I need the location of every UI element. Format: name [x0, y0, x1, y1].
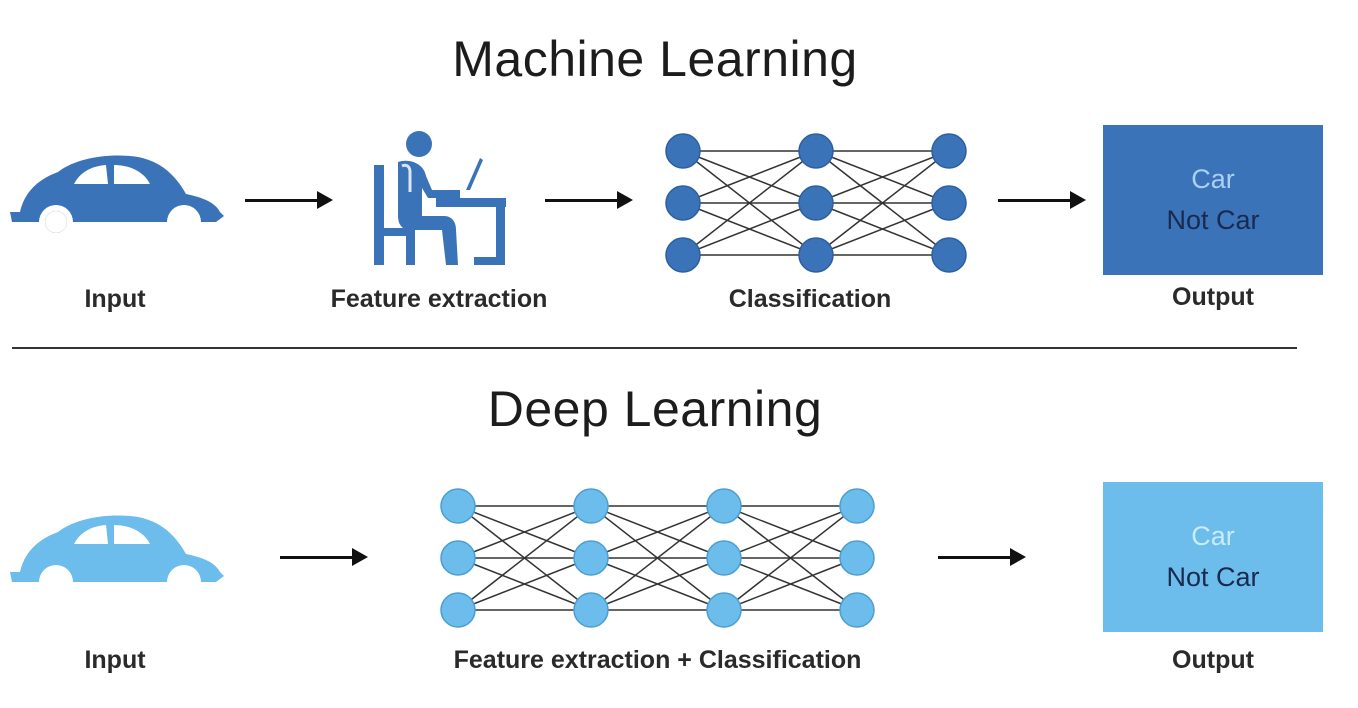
- dl-output-label: Output: [1172, 646, 1254, 674]
- network-connection: [682, 150, 817, 256]
- network-node: [839, 488, 875, 524]
- neural-network-icon: [665, 133, 967, 273]
- ml-arrow-1: [245, 191, 333, 209]
- network-connection: [815, 202, 950, 256]
- network-connection: [815, 150, 950, 256]
- network-node: [931, 133, 967, 169]
- network-node: [440, 540, 476, 576]
- network-node: [573, 540, 609, 576]
- network-node: [798, 185, 834, 221]
- network-node: [706, 592, 742, 628]
- machine-learning-title: Machine Learning: [452, 31, 858, 87]
- network-node: [440, 592, 476, 628]
- dl-feature-extraction-classification-label: Feature extraction + Classification: [453, 646, 862, 674]
- network-connection: [723, 505, 858, 559]
- network-node: [798, 133, 834, 169]
- dl-input-label: Input: [84, 646, 146, 674]
- network-connection: [815, 150, 950, 204]
- network-connection: [457, 505, 592, 559]
- dl-arrow-2: [938, 548, 1026, 566]
- person-at-computer-icon: [374, 131, 506, 265]
- ml-output-box: Car Not Car: [1103, 125, 1323, 275]
- network-connection: [723, 505, 858, 611]
- car-icon: [10, 515, 224, 599]
- car-icon: [10, 155, 224, 239]
- network-connection: [590, 557, 725, 611]
- ml-classification-label: Classification: [728, 285, 892, 313]
- network-node: [706, 540, 742, 576]
- network-node: [665, 133, 701, 169]
- ml-arrow-2: [545, 191, 633, 209]
- ml-feature-extraction-label: Feature extraction: [330, 285, 548, 313]
- network-connection: [723, 557, 858, 611]
- output-not-car-text: Not Car: [1166, 562, 1260, 592]
- network-connection: [682, 150, 817, 204]
- deep-learning-title: Deep Learning: [487, 381, 823, 437]
- network-node: [440, 488, 476, 524]
- network-connection: [590, 505, 725, 611]
- network-node: [839, 592, 875, 628]
- network-node: [573, 488, 609, 524]
- network-connection: [457, 557, 592, 611]
- output-car-text: Car: [1191, 164, 1235, 194]
- network-node: [931, 237, 967, 273]
- network-node: [706, 488, 742, 524]
- network-node: [573, 592, 609, 628]
- ml-input-label: Input: [84, 285, 146, 313]
- dl-output-box: Car Not Car: [1103, 482, 1323, 632]
- network-node: [931, 185, 967, 221]
- section-divider: [12, 347, 1297, 349]
- network-node: [665, 185, 701, 221]
- network-connection: [682, 202, 817, 256]
- dl-arrow-1: [280, 548, 368, 566]
- output-not-car-text: Not Car: [1166, 205, 1260, 235]
- network-node: [665, 237, 701, 273]
- network-node: [798, 237, 834, 273]
- ml-output-label: Output: [1172, 283, 1254, 311]
- ml-arrow-3: [998, 191, 1086, 209]
- network-connection: [590, 505, 725, 559]
- neural-network-icon: [440, 488, 875, 628]
- network-connection: [457, 505, 592, 611]
- network-node: [839, 540, 875, 576]
- output-car-text: Car: [1191, 521, 1235, 551]
